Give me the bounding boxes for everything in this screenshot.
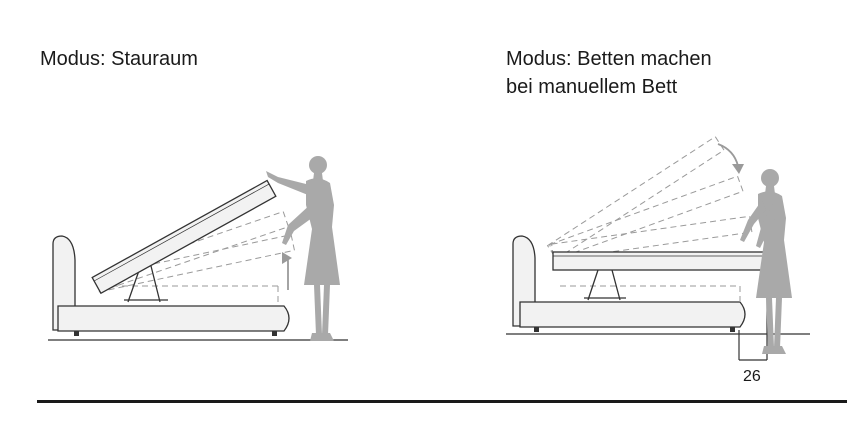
- title-storage-mode: Modus: Stauraum: [40, 48, 198, 70]
- title-bedmaking-line2: bei manuellem Bett: [506, 76, 678, 98]
- woman-figure: [266, 156, 340, 341]
- bed-foot: [272, 331, 277, 336]
- lower-arrow: [717, 143, 739, 167]
- bed-foot: [74, 331, 79, 336]
- gas-strut: [587, 269, 599, 301]
- divider-rule: [37, 400, 847, 403]
- lift-arrowhead: [282, 252, 292, 264]
- bedmaking-mode-illustration: [506, 135, 810, 361]
- title-bedmaking-mode: Modus: Betten machen bei manuellem Bett: [506, 45, 712, 101]
- woman-figure: [740, 169, 792, 354]
- title-bedmaking-line1: Modus: Betten machen: [506, 48, 712, 70]
- lifted-mattress: [91, 179, 277, 295]
- bed-base: [57, 305, 290, 332]
- bed-base: [519, 301, 746, 328]
- raised-mattress: [552, 251, 766, 271]
- bed-foot: [534, 327, 539, 332]
- lower-arrowhead: [732, 164, 744, 174]
- storage-mode-illustration: [48, 156, 348, 341]
- bed-foot: [730, 327, 735, 332]
- tilted-position-3: [546, 135, 725, 260]
- dimension-label: 26: [743, 368, 761, 385]
- gas-strut: [611, 269, 621, 301]
